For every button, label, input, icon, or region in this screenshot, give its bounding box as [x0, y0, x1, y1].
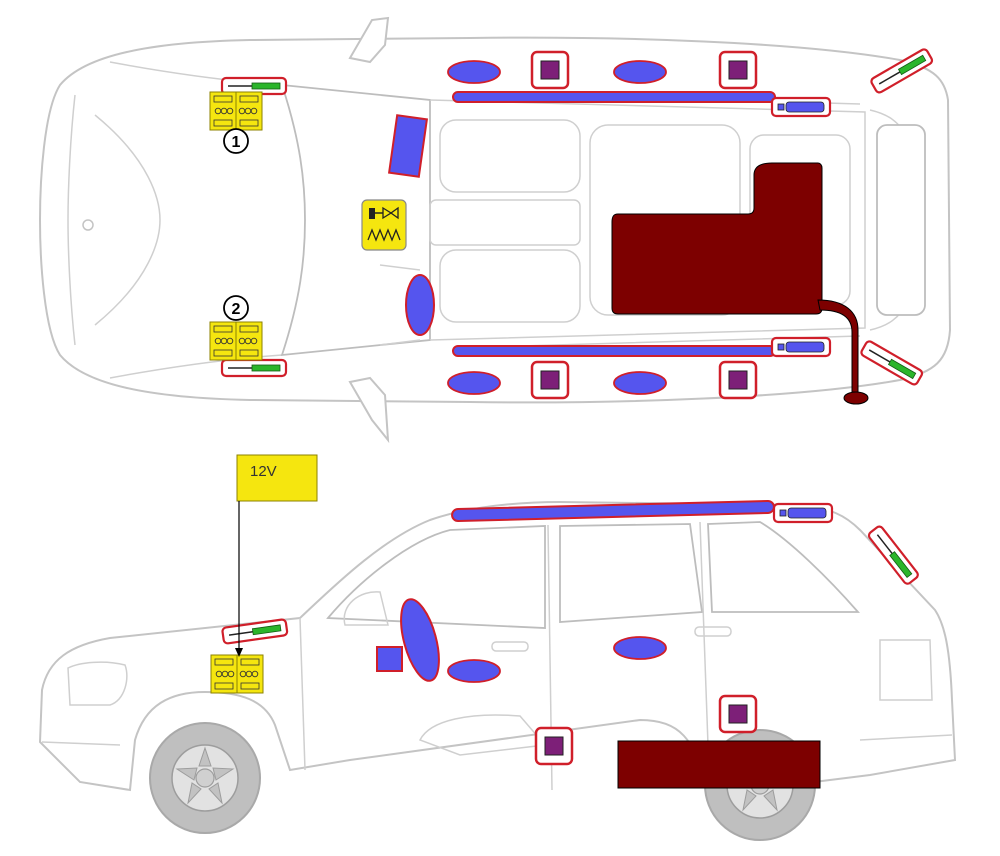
battery-icon: [210, 654, 264, 694]
battery-icon: [209, 91, 263, 131]
airbag-icon: [447, 659, 501, 683]
inflator-cylinder-icon: [772, 502, 834, 524]
airbag-icon: [613, 60, 667, 84]
battery-1-label: 1: [232, 134, 241, 151]
fuel-tank-icon: [611, 162, 869, 405]
crash-sensor-icon: [718, 50, 758, 90]
battery-2-marker: 2: [223, 295, 249, 321]
airbag-icon: [447, 60, 501, 84]
airbag-icon: [613, 636, 667, 660]
front-wheel: [149, 722, 261, 834]
inflator-cylinder-icon: [770, 336, 832, 358]
voltage-label: 12V: [250, 463, 277, 480]
crash-sensor-icon: [530, 50, 570, 90]
crash-sensor-icon: [718, 360, 758, 400]
inflator-cylinder-icon: [770, 96, 832, 118]
crash-sensor-icon: [534, 726, 574, 766]
airbag-icon: [387, 114, 429, 178]
battery-voltage-callout: 12V: [235, 454, 318, 657]
airbag-icon: [376, 646, 403, 672]
battery-2-label: 2: [232, 301, 241, 318]
vehicle-top-view: [38, 16, 952, 444]
gas-strut-icon: [220, 358, 288, 378]
airbag-icon: [400, 598, 440, 682]
fuel-tank-icon: [617, 740, 821, 789]
pretensioner-icon: [361, 199, 407, 251]
battery-icon: [209, 321, 263, 361]
crash-sensor-icon: [718, 694, 758, 734]
crash-sensor-icon: [530, 360, 570, 400]
battery-1-marker: 1: [223, 128, 249, 154]
voltage-label-box: [236, 454, 318, 502]
airbag-rail-top-right: [452, 345, 776, 357]
airbag-rail-top-left: [452, 91, 776, 103]
airbag-icon: [447, 371, 501, 395]
airbag-icon: [613, 371, 667, 395]
